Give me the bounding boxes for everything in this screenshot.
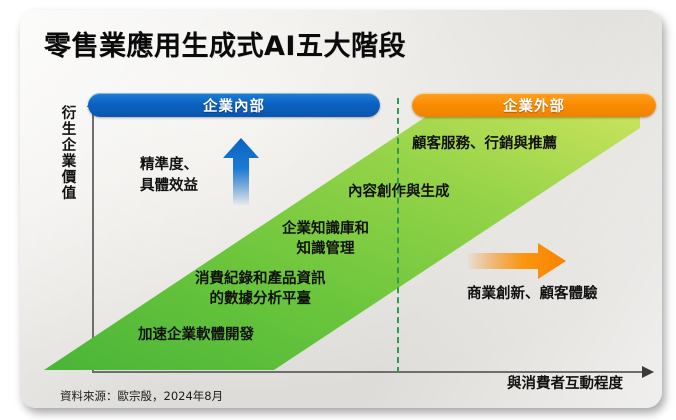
left-annotation-line: 精準度、: [140, 157, 198, 173]
segment-badge-internal-label: 企業內部: [203, 98, 265, 115]
y-axis-label-char: 價: [61, 170, 77, 186]
up-arrow-icon: [223, 138, 259, 206]
y-axis-label-char: 值: [61, 186, 77, 202]
y-axis-label-char: 企: [61, 138, 77, 154]
stage-label-3-line: 知識管理: [296, 241, 355, 257]
left-annotation: 精準度、 具體效益: [140, 155, 198, 197]
stage-label-5: 顧客服務、行銷與推薦: [412, 134, 557, 154]
infographic-card: 零售業應用生成式AI五大階段 衍 生 企 業 價 值 與消費者互動程度: [20, 10, 662, 408]
stage-label-4-line: 內容創作與生成: [348, 184, 450, 200]
y-axis-label-char: 業: [61, 154, 77, 170]
stage-label-4: 內容創作與生成: [348, 182, 450, 202]
stage-band-shape: [44, 114, 640, 370]
left-annotation-line: 具體效益: [140, 178, 198, 194]
source-note: 資料來源：歐宗殷，2024年8月: [60, 389, 224, 403]
stage-label-2: 消費紀錄和產品資訊 的數據分析平臺: [195, 269, 326, 309]
segment-badge-external-label: 企業外部: [503, 98, 565, 115]
segment-badge-internal: 企業內部: [88, 93, 380, 117]
right-arrow-icon: [468, 243, 566, 279]
y-axis-label-char: 衍: [61, 106, 77, 122]
x-axis-label: 與消費者互動程度: [507, 376, 623, 392]
stage-label-1: 加速企業軟體開發: [138, 325, 254, 345]
stage-band: [44, 114, 640, 370]
stage-label-2-line: 消費紀錄和產品資訊: [195, 271, 326, 287]
x-axis-arrowhead-icon: [642, 366, 654, 378]
y-axis-label-char: 生: [61, 122, 77, 138]
page-title: 零售業應用生成式AI五大階段: [44, 31, 406, 62]
stage-label-2-line: 的數據分析平臺: [209, 291, 312, 307]
x-axis-line: [92, 371, 644, 373]
stage-label-3: 企業知識庫和 知識管理: [282, 219, 369, 259]
right-annotation: 商業創新、顧客體驗: [467, 286, 598, 302]
y-axis-label: 衍 生 企 業 價 值: [58, 106, 80, 202]
internal-external-divider: [397, 98, 399, 373]
segment-badge-external: 企業外部: [412, 93, 656, 117]
y-axis-line: [92, 106, 94, 372]
stage-label-3-line: 企業知識庫和: [282, 221, 369, 237]
stage-label-1-line: 加速企業軟體開發: [138, 327, 254, 343]
stage-label-5-line: 顧客服務、行銷與推薦: [412, 136, 557, 152]
